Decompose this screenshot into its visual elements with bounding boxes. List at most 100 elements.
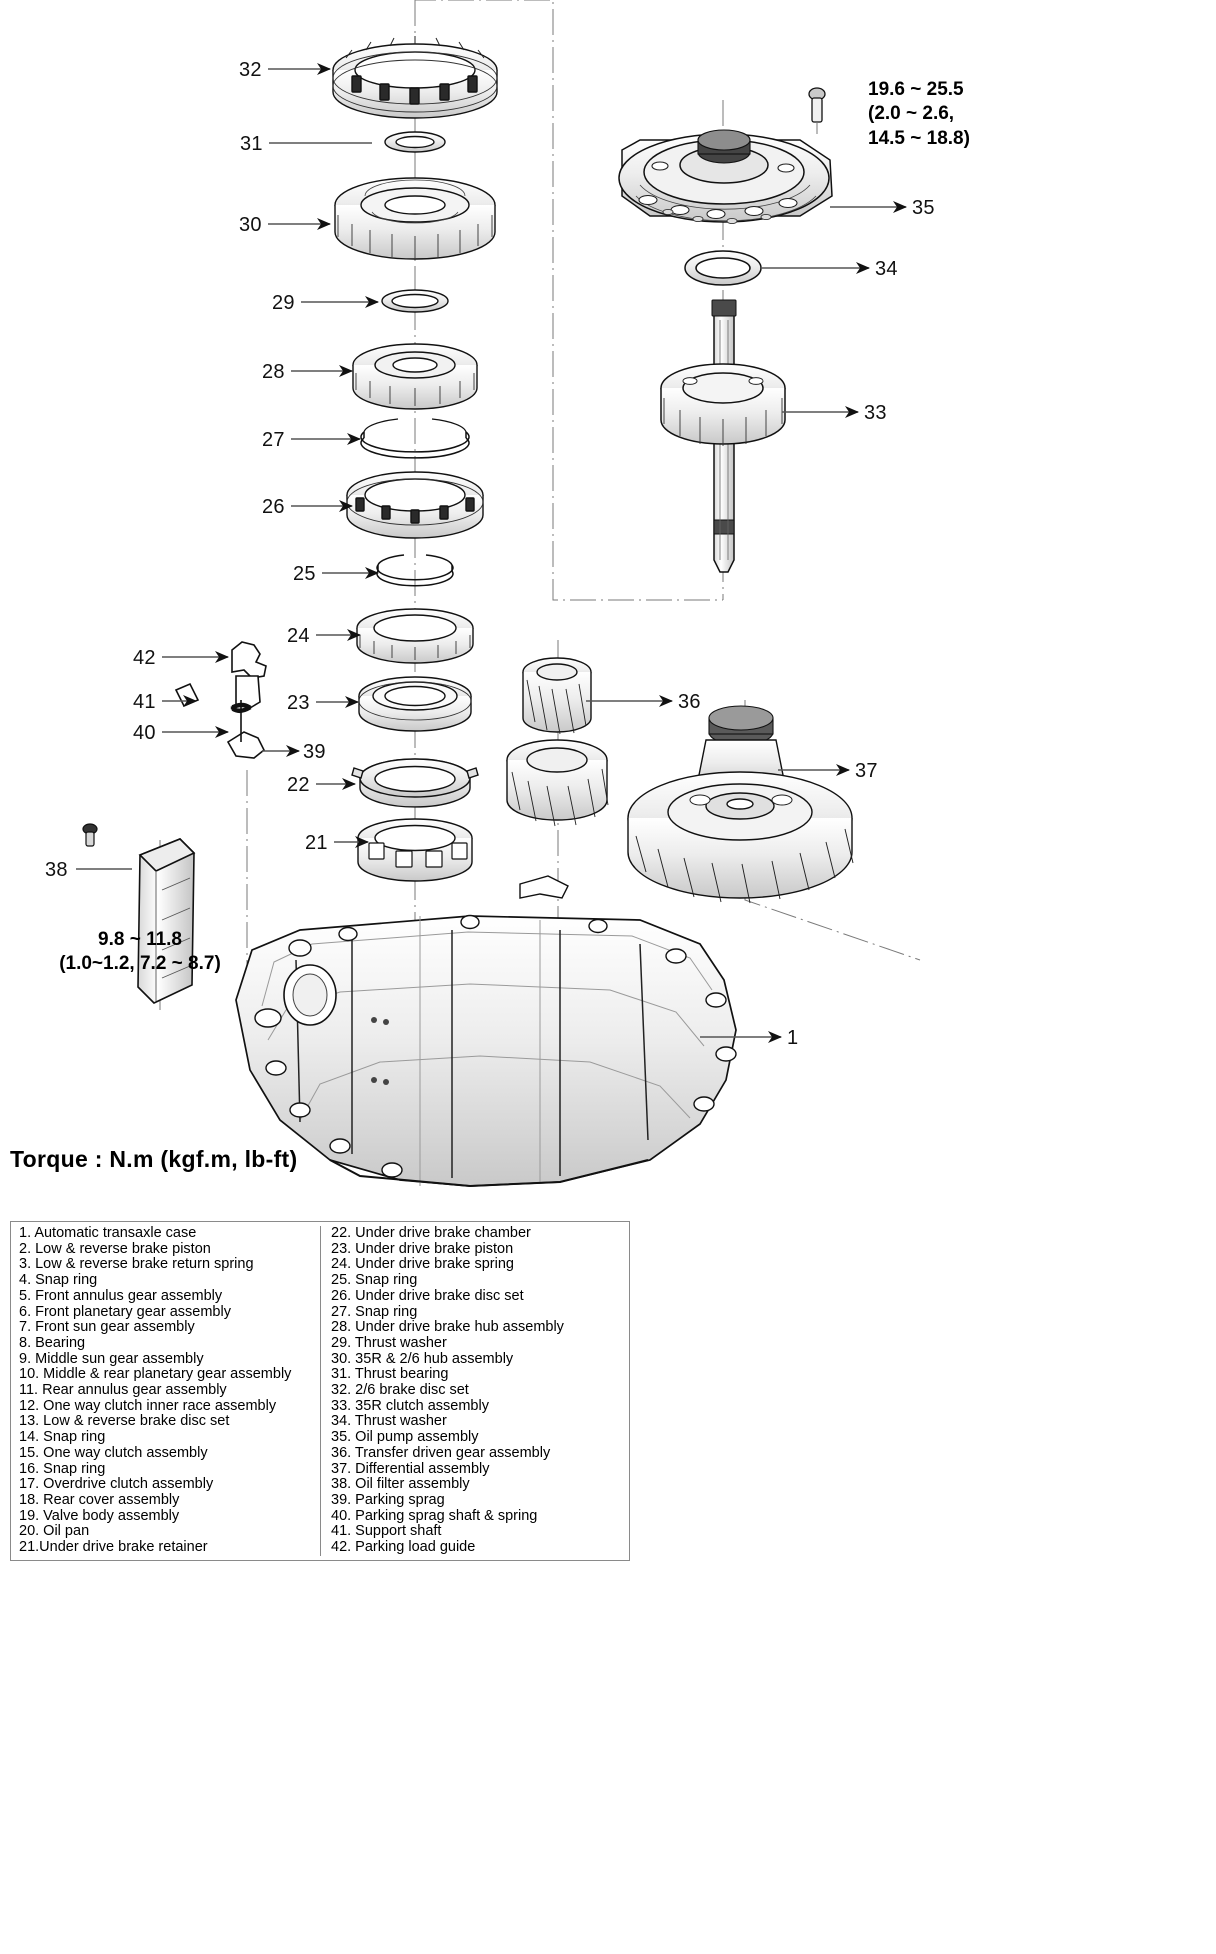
part-30-hub-assembly xyxy=(334,177,496,260)
parts-list-item: 12. One way clutch inner race assembly xyxy=(19,1397,277,1414)
parts-list-item: 7. Front sun gear assembly xyxy=(19,1319,195,1336)
parts-list-item: 23. Under drive brake piston xyxy=(331,1240,514,1257)
part-22-brake-chamber xyxy=(351,758,479,808)
parts-list-item: 32. 2/6 brake disc set xyxy=(331,1382,469,1399)
oil-pump-bolt xyxy=(808,87,826,134)
parts-list-item: 2. Low & reverse brake piston xyxy=(19,1240,211,1257)
parts-list-item: 31. Thrust bearing xyxy=(331,1366,449,1383)
callout-number-37: 37 xyxy=(855,760,878,782)
parts-list-item: 18. Rear cover assembly xyxy=(19,1491,180,1508)
part-41-support-shaft xyxy=(174,682,200,708)
parts-list-item: 13. Low & reverse brake disc set xyxy=(19,1413,230,1430)
part-38-oil-filter-assembly xyxy=(82,823,196,1004)
parts-list-item: 19. Valve body assembly xyxy=(19,1507,180,1524)
part-28-brake-hub-assembly xyxy=(352,343,478,410)
callout-number-38: 38 xyxy=(45,859,68,881)
parking-sprag-torque-line-2: (1.0~1.2, 7.2 ~ 8.7) xyxy=(59,953,221,975)
callout-number-41: 41 xyxy=(133,691,156,713)
part-42-parking-load-guide xyxy=(231,641,267,679)
oil-filter-bolt xyxy=(82,823,98,847)
parts-list-item: 1. Automatic transaxle case xyxy=(19,1225,197,1241)
part-40-sprag-shaft-spring xyxy=(230,700,252,742)
parts-list-item: 35. Oil pump assembly xyxy=(331,1429,479,1446)
callout-number-29: 29 xyxy=(272,292,295,314)
part-39-parking-sprag xyxy=(226,731,266,759)
parts-list-item: 42. Parking load guide xyxy=(331,1539,476,1556)
parts-list-item: 41. Support shaft xyxy=(331,1523,442,1540)
parts-list-item: 3. Low & reverse brake return spring xyxy=(19,1256,254,1273)
parts-list-item: 40. Parking sprag shaft & spring xyxy=(331,1507,538,1524)
part-26-brake-disc-set xyxy=(346,471,484,539)
callout-number-31: 31 xyxy=(240,133,263,155)
callout-number-30: 30 xyxy=(239,214,262,236)
parts-list-item: 11. Rear annulus gear assembly xyxy=(19,1382,227,1399)
callout-number-32: 32 xyxy=(239,59,262,81)
part-1-automatic-transaxle-case xyxy=(235,914,737,1188)
oil-pump-bolt-torque-line-3: 14.5 ~ 18.8) xyxy=(868,127,970,149)
torque-spec-oil-pump-bolt: 19.6 ~ 25.5(2.0 ~ 2.6,14.5 ~ 18.8) xyxy=(868,78,970,151)
part-34-thrust-washer xyxy=(684,250,762,286)
parts-list-item: 38. Oil filter assembly xyxy=(331,1476,470,1493)
callout-number-27: 27 xyxy=(262,429,285,451)
callout-number-28: 28 xyxy=(262,361,285,383)
callout-number-1: 1 xyxy=(787,1027,799,1049)
parts-list-item: 29. Thrust washer xyxy=(331,1334,447,1351)
parts-list-item: 16. Snap ring xyxy=(19,1460,106,1477)
callout-number-26: 26 xyxy=(262,496,285,518)
callout-number-25: 25 xyxy=(293,563,316,585)
parts-list-item: 39. Parking sprag xyxy=(331,1491,445,1508)
callout-leader-lines xyxy=(76,63,907,1043)
parts-list-item: 8. Bearing xyxy=(19,1334,86,1351)
parking-sprag-torque-line-1: 9.8 ~ 11.8 xyxy=(98,929,182,950)
parts-list-item: 17. Overdrive clutch assembly xyxy=(19,1476,214,1493)
part-27-snap-ring xyxy=(360,418,470,459)
parts-list-item: 26. Under drive brake disc set xyxy=(331,1287,524,1304)
parts-list-item: 6. Front planetary gear assembly xyxy=(19,1303,231,1320)
torque-spec-parking-sprag: 9.8 ~ 11.8 (1.0~1.2, 7.2 ~ 8.7) xyxy=(20,928,260,977)
parts-list-item: 20. Oil pan xyxy=(19,1523,90,1540)
part-36-transfer-driven-gear xyxy=(506,657,609,827)
callout-number-24: 24 xyxy=(287,625,310,647)
parts-list-item: 21.Under drive brake retainer xyxy=(19,1539,208,1556)
parts-list-item: 5. Front annulus gear assembly xyxy=(19,1287,223,1304)
part-21-brake-retainer xyxy=(357,818,473,882)
parts-list-item: 22. Under drive brake chamber xyxy=(331,1225,531,1241)
callout-number-36: 36 xyxy=(678,691,701,713)
callout-number-40: 40 xyxy=(133,722,156,744)
parts-list-item: 10. Middle & rear planetary gear assembl… xyxy=(19,1366,292,1383)
callout-number-39: 39 xyxy=(303,741,326,763)
callout-number-34: 34 xyxy=(875,258,898,280)
part-32-brake-disc-set xyxy=(332,36,498,119)
callout-number-21: 21 xyxy=(305,832,328,854)
parts-list-item: 30. 35R & 2/6 hub assembly xyxy=(331,1350,514,1367)
oil-pump-bolt-torque-line-1: 19.6 ~ 25.5 xyxy=(868,79,964,100)
parts-list-item: 33. 35R clutch assembly xyxy=(331,1397,489,1414)
part-37-differential-assembly xyxy=(627,705,854,904)
parts-list-item: 36. Transfer driven gear assembly xyxy=(331,1444,551,1461)
parts-list-item: 9. Middle sun gear assembly xyxy=(19,1350,204,1367)
callout-number-35: 35 xyxy=(912,197,935,219)
part-35-oil-pump-assembly xyxy=(618,129,833,225)
callout-number-22: 22 xyxy=(287,774,310,796)
part-24-brake-spring xyxy=(356,608,474,664)
parts-list-item: 15. One way clutch assembly xyxy=(19,1444,208,1461)
part-23-brake-piston xyxy=(358,676,472,732)
torque-units-label: Torque : N.m (kgf.m, lb-ft) xyxy=(10,1146,298,1172)
parts-list-item: 4. Snap ring xyxy=(19,1272,98,1289)
callout-number-23: 23 xyxy=(287,692,310,714)
part-group-parking-sprag xyxy=(174,641,267,759)
part-31-thrust-bearing xyxy=(384,131,446,153)
parts-list-item: 28. Under drive brake hub assembly xyxy=(331,1319,564,1336)
parts-list-item: 27. Snap ring xyxy=(331,1303,418,1320)
parts-list-item: 25. Snap ring xyxy=(331,1272,418,1289)
parts-list-item: 14. Snap ring xyxy=(19,1429,106,1446)
part-29-thrust-washer xyxy=(381,289,449,313)
parts-list-item: 34. Thrust washer xyxy=(331,1413,447,1430)
callout-number-33: 33 xyxy=(864,402,887,424)
case-detail-bracket xyxy=(519,875,569,899)
